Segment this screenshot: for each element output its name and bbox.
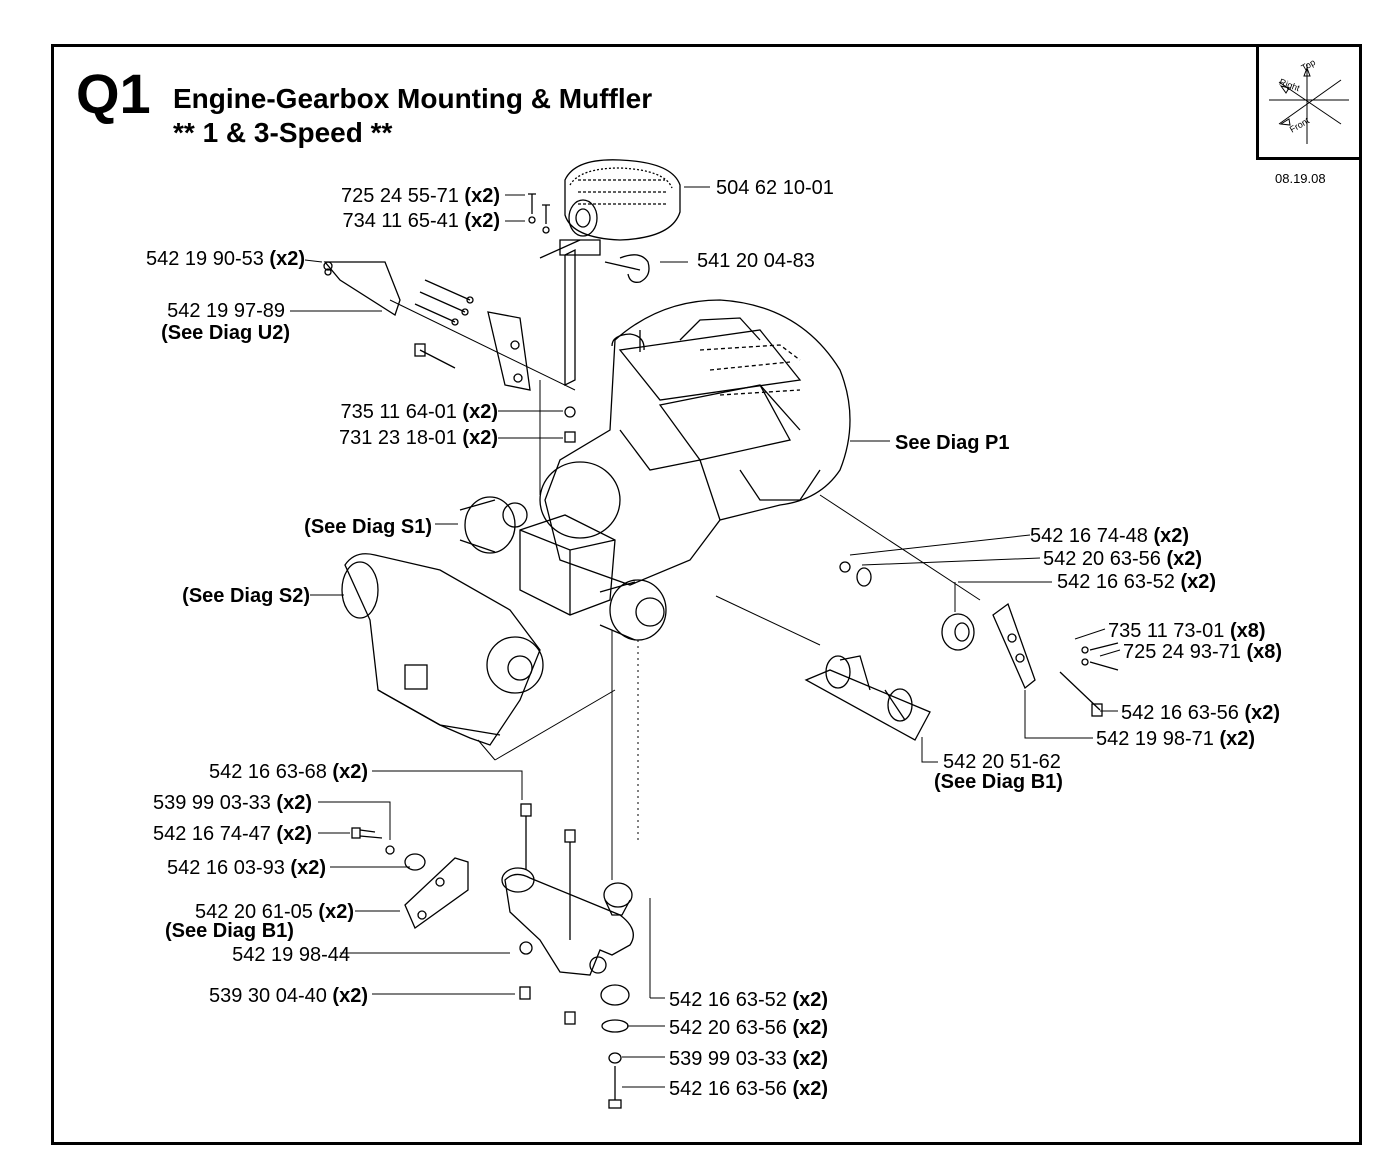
callout-c30: 542 16 63-56 (x2) bbox=[669, 1078, 829, 1100]
callout-c12: 542 20 63-56 (x2) bbox=[1043, 548, 1203, 570]
callout-c13: 542 16 63-52 (x2) bbox=[1057, 571, 1217, 593]
callout-c02: 734 11 65-41 (x2) bbox=[342, 210, 500, 232]
transmission-s2-icon bbox=[341, 553, 544, 746]
callout-c24-note: (See Diag B1) bbox=[165, 920, 294, 942]
callout-c19-note: (See Diag B1) bbox=[934, 771, 1063, 793]
callout-c26: 539 30 04-40 (x2) bbox=[208, 985, 368, 1007]
callout-c09: See Diag P1 bbox=[895, 432, 1010, 454]
callout-c16: 725 24 93-71 (x8) bbox=[1123, 641, 1283, 663]
callout-c23: 542 16 03-93 (x2) bbox=[166, 857, 326, 879]
callout-c07: 735 11 64-01 (x2) bbox=[340, 401, 498, 423]
callout-c25: 542 19 98-44 bbox=[232, 944, 350, 966]
callout-c19: 542 20 51-62 bbox=[943, 751, 1061, 773]
muffler-icon bbox=[564, 159, 681, 241]
callout-c03: 504 62 10-01 bbox=[716, 177, 834, 199]
callout-c22: 542 16 74-47 (x2) bbox=[152, 823, 312, 845]
callout-c04: 542 19 90-53 (x2) bbox=[145, 248, 305, 270]
callout-c17: 542 16 63-56 (x2) bbox=[1121, 702, 1281, 724]
callout-c15: 735 11 73-01 (x8) bbox=[1108, 620, 1266, 642]
engine-icon bbox=[539, 299, 851, 586]
orientation-box: Top Right Front bbox=[1256, 44, 1359, 160]
callout-c28: 542 20 63-56 (x2) bbox=[669, 1017, 829, 1039]
callout-c29: 539 99 03-33 (x2) bbox=[669, 1048, 829, 1070]
callout-c05: 541 20 04-83 bbox=[697, 250, 815, 272]
callout-c21: 539 99 03-33 (x2) bbox=[152, 792, 312, 814]
callout-c01: 725 24 55-71 (x2) bbox=[340, 185, 500, 207]
callout-c11: 542 16 74-48 (x2) bbox=[1030, 525, 1190, 547]
gearbox-icon bbox=[459, 496, 667, 641]
callout-c06: 542 19 97-89 bbox=[167, 300, 285, 322]
diagram-frame bbox=[51, 44, 1362, 1145]
revision-date: 08.19.08 bbox=[1275, 171, 1326, 186]
callout-c18: 542 19 98-71 (x2) bbox=[1096, 728, 1256, 750]
page-title: Engine-Gearbox Mounting & Muffler bbox=[173, 83, 653, 114]
callout-c24: 542 20 61-05 (x2) bbox=[194, 901, 354, 923]
orientation-axes-icon bbox=[1269, 64, 1349, 144]
callout-c27: 542 16 63-52 (x2) bbox=[669, 989, 829, 1011]
callout-c14: (See Diag S2) bbox=[182, 585, 310, 607]
callout-c06-note: (See Diag U2) bbox=[161, 322, 290, 344]
callout-c20: 542 16 63-68 (x2) bbox=[208, 761, 368, 783]
callout-c08: 731 23 18-01 (x2) bbox=[338, 427, 498, 449]
page-subtitle: ** 1 & 3-Speed ** bbox=[173, 117, 393, 148]
callout-c10: (See Diag S1) bbox=[304, 516, 432, 538]
section-code: Q1 bbox=[76, 62, 151, 125]
